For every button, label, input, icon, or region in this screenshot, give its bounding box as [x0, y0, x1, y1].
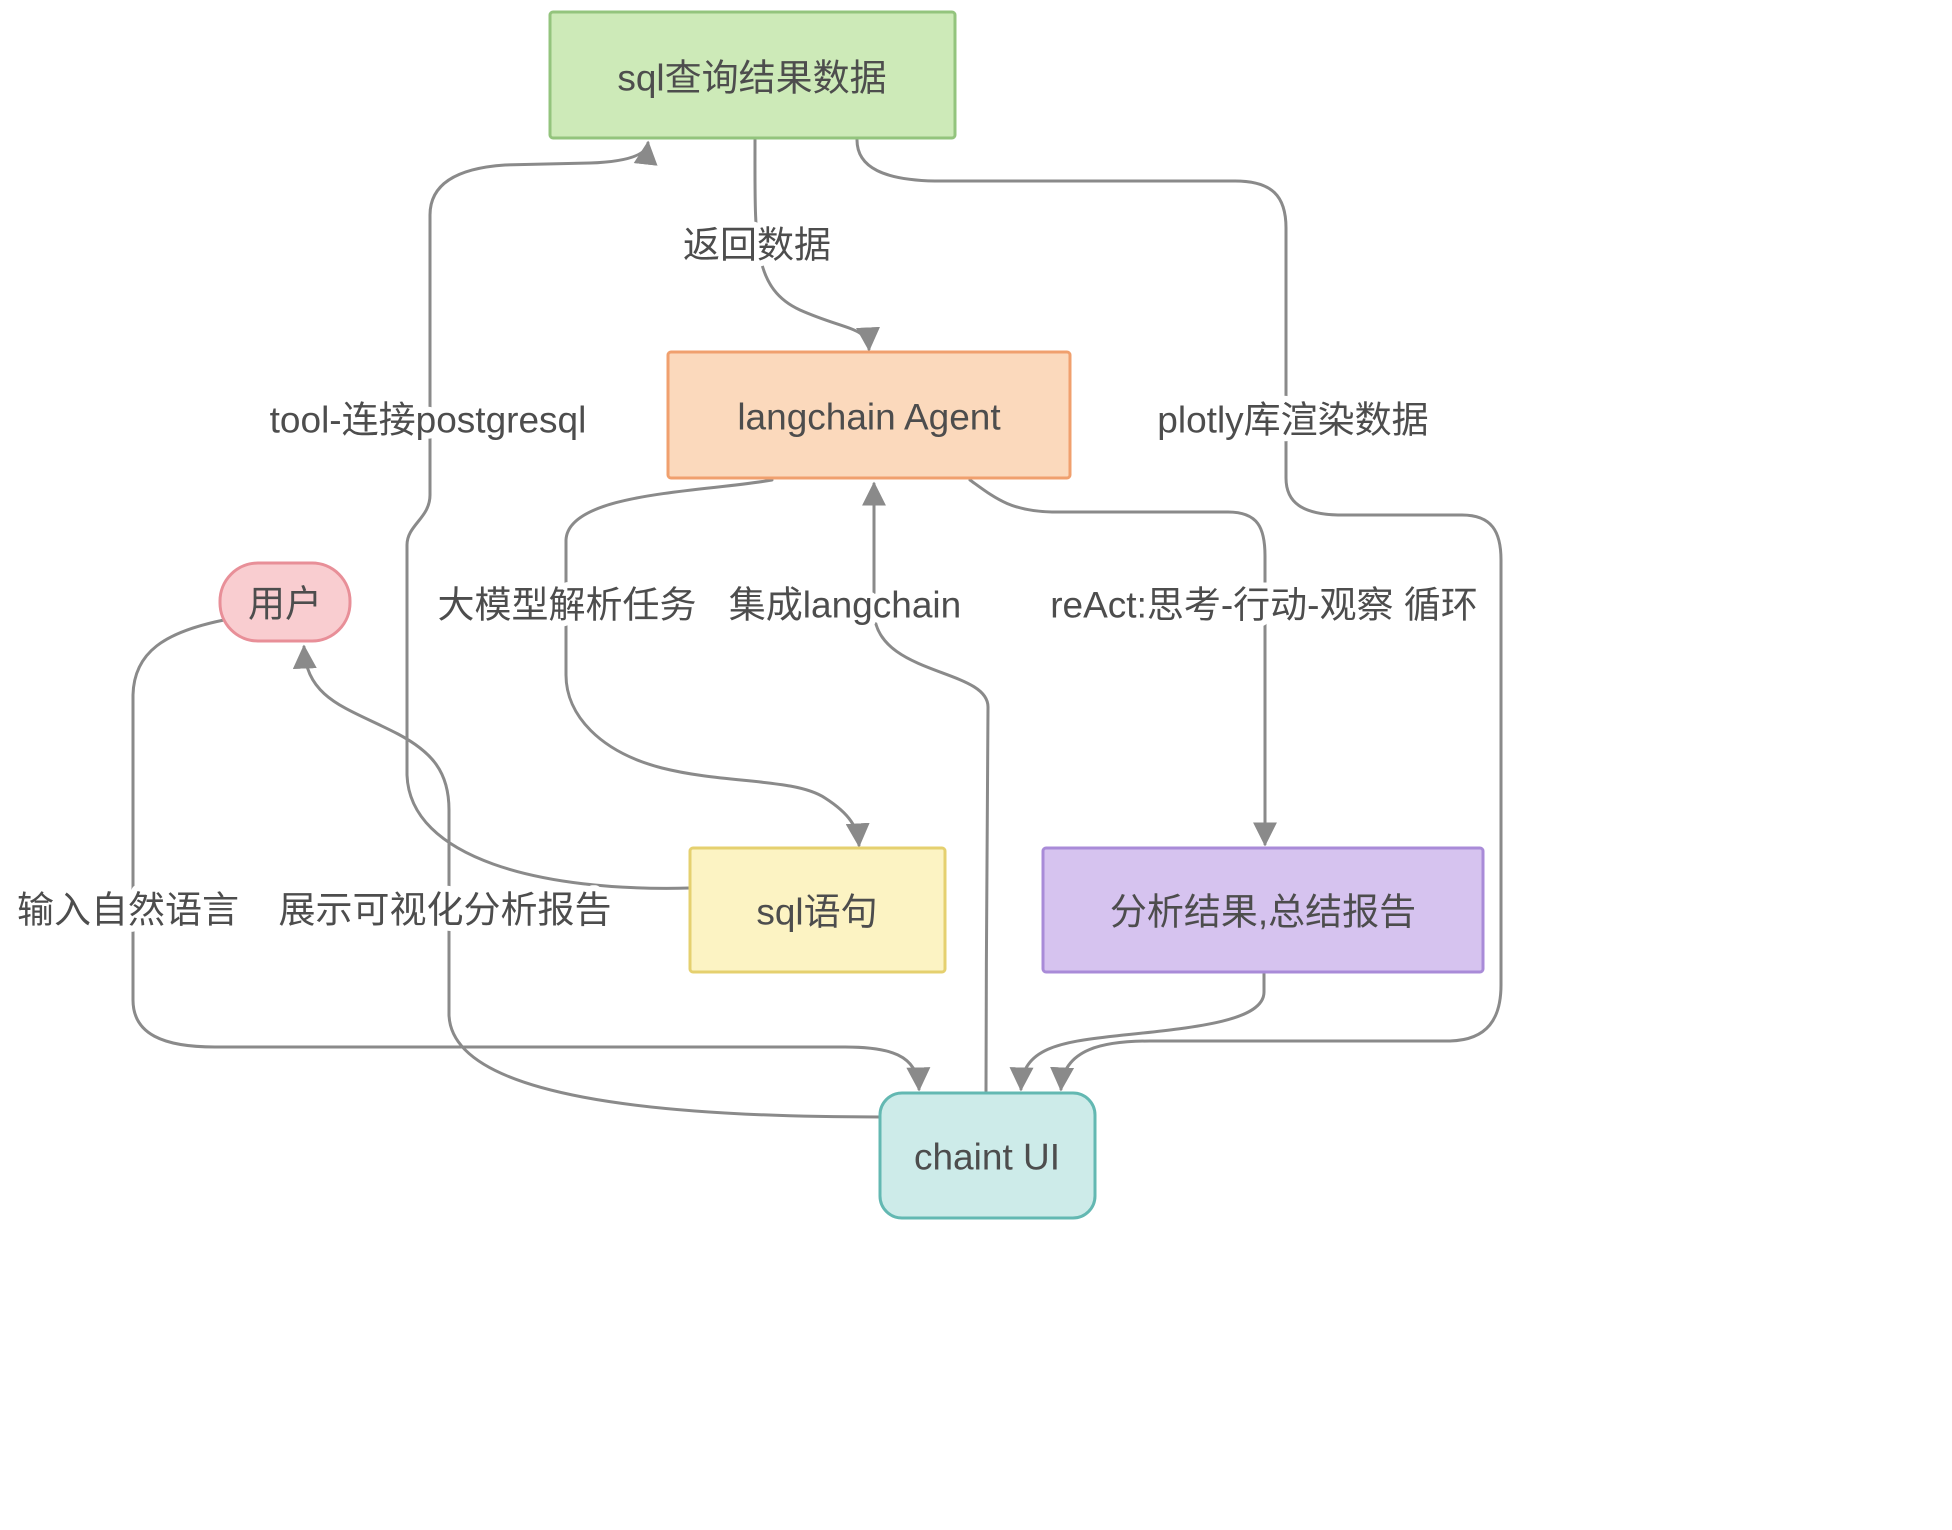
- edge-analysis-to-chaint-ui: [1009, 972, 1266, 1092]
- node-langchain-agent: [666, 350, 1072, 480]
- node-analysis: [1041, 846, 1485, 974]
- edge-label-plotly-render: plotly库渲染数据: [1157, 400, 1428, 441]
- edge-agent-to-analysis: [968, 478, 1277, 847]
- node-sql-stmt: [688, 846, 947, 974]
- labels: sql查询结果数据 langchain Agent 用户 sql语句 分析结果,…: [11, 58, 1484, 1178]
- node-user-label: 用户: [248, 584, 322, 625]
- edge-label-react-loop: reAct:思考-行动-观察 循环: [1050, 585, 1478, 626]
- node-langchain-agent-label: langchain Agent: [737, 397, 1001, 438]
- node-sql-result: [548, 10, 957, 140]
- edge-chaint-ui-to-user: [292, 644, 882, 1119]
- node-analysis-label: 分析结果,总结报告: [1110, 892, 1416, 933]
- edge-label-show-report: 展示可视化分析报告: [279, 890, 612, 931]
- edge-user-to-chaint-ui: [131, 618, 931, 1092]
- node-sql-stmt-label: sql语句: [756, 892, 877, 933]
- node-chaint-ui: [878, 1091, 1097, 1220]
- edge-sql-result-to-chaint-ui: [855, 138, 1503, 1092]
- node-user: [218, 561, 352, 643]
- edge-label-tool-postgresql: tool-连接postgresql: [270, 400, 587, 441]
- edge-sql-stmt-to-sql-result: [405, 140, 692, 890]
- edge-chaint-ui-to-agent: [862, 481, 990, 1093]
- edge-label-input-natural-language: 输入自然语言: [17, 890, 239, 931]
- edges: [131, 138, 1503, 1119]
- edge-label-llm-parse-task: 大模型解析任务: [438, 585, 697, 626]
- node-sql-result-label: sql查询结果数据: [617, 58, 886, 99]
- nodes: [218, 10, 1485, 1220]
- node-chaint-ui-label: chaint UI: [914, 1137, 1060, 1178]
- edge-label-integrate-langchain: 集成langchain: [729, 585, 961, 626]
- edge-agent-to-sql-stmt: [564, 478, 870, 848]
- edge-sql-result-to-agent: [753, 138, 880, 352]
- edge-label-return-data: 返回数据: [683, 225, 831, 266]
